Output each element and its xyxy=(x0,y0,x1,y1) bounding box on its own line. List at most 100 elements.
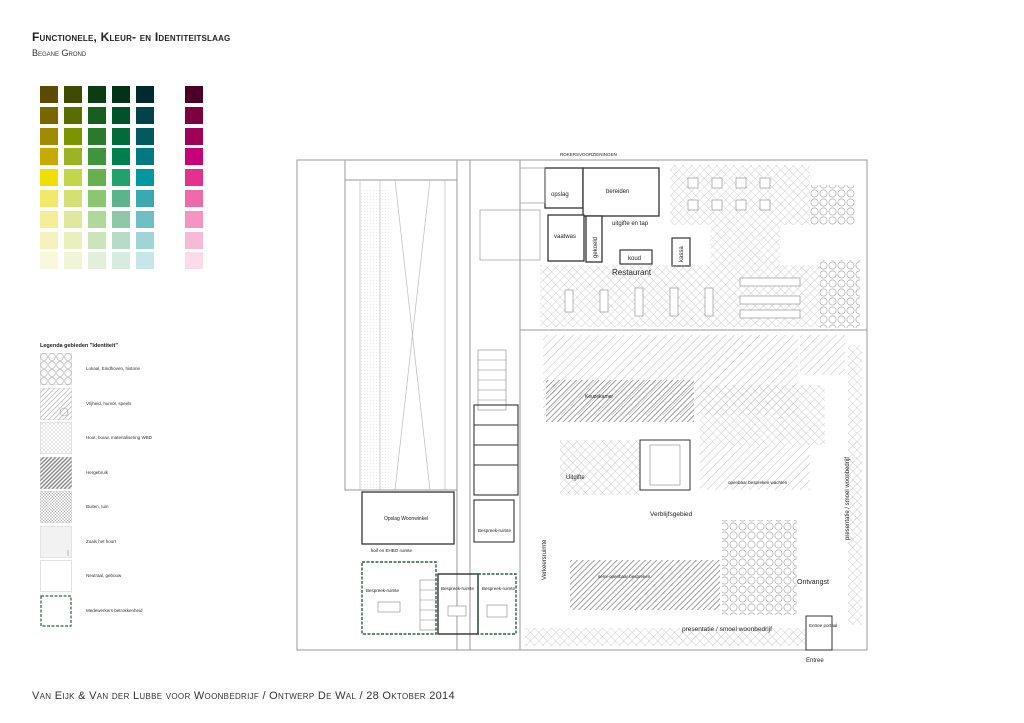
building-outline xyxy=(296,159,868,651)
label-bespreek-2: Bespreek-ruimte xyxy=(441,586,475,591)
page-subtitle: Begane Grond xyxy=(32,48,87,58)
label-bespreek-3: Bespreek-ruimte xyxy=(482,586,516,591)
color-swatch xyxy=(64,190,82,207)
free-zone xyxy=(525,335,862,646)
color-swatch xyxy=(136,106,154,124)
color-swatch xyxy=(136,169,154,187)
color-swatch xyxy=(136,148,154,166)
label-kassa: kassa xyxy=(679,246,685,262)
color-swatch xyxy=(40,252,58,270)
color-swatch xyxy=(136,231,154,249)
legend-label: Vrijheid, humor, speels xyxy=(86,400,132,406)
color-swatch xyxy=(136,210,154,228)
color-swatch xyxy=(88,106,106,124)
legend-swatch xyxy=(40,525,72,558)
legend-item: Lokaal, Eindhoven, historie xyxy=(40,353,190,387)
label-uitgifte-tap: uitgifte en tap xyxy=(612,221,649,227)
legend-label: Neutraal, gebouw xyxy=(86,573,122,578)
room-opslag-woonwinkel xyxy=(361,491,455,545)
legend-label: Hout, bouw, materialisering WBD xyxy=(86,435,153,440)
color-swatch xyxy=(40,86,58,103)
color-swatch xyxy=(112,127,130,145)
label-restaurant: Restaurant xyxy=(612,268,652,277)
color-swatch xyxy=(40,106,58,124)
label-opslag: opslag xyxy=(551,192,569,198)
legend-swatch xyxy=(40,422,72,454)
accent-swatch xyxy=(185,252,203,270)
label-uitgifte: Uitgifte xyxy=(566,475,585,481)
label-vaatwas: vaatwas xyxy=(554,234,576,240)
color-swatch xyxy=(40,169,58,187)
color-swatch xyxy=(40,190,58,207)
label-keuzekamer: Keuzekamer xyxy=(585,394,613,400)
color-swatch xyxy=(64,252,82,270)
color-swatch xyxy=(64,86,82,103)
color-swatch xyxy=(112,252,130,270)
label-semi-openbaar: semi-openbaar bespreken xyxy=(598,574,651,579)
footer-caption: Van Eijk & Van der Lubbe voor Woonbedrij… xyxy=(32,690,455,702)
color-swatch xyxy=(136,190,154,207)
legend-swatch xyxy=(40,594,72,627)
label-presentatie-horizontal: presentatie / smoel woonbedrijf xyxy=(682,626,772,633)
color-swatch xyxy=(64,169,82,187)
warehouse-zone xyxy=(359,179,446,491)
color-swatch xyxy=(64,210,82,228)
legend-swatch xyxy=(40,456,72,489)
color-swatch xyxy=(40,127,58,145)
legend-label: Buiten, tuin xyxy=(86,504,109,509)
legend-swatch xyxy=(40,353,72,385)
accent-swatch xyxy=(185,148,203,166)
color-swatch xyxy=(112,210,130,228)
legend-item: Vrijheid, humor, speels xyxy=(40,387,190,422)
meeting-rooms xyxy=(361,561,517,635)
label-entree: Entree xyxy=(806,658,824,664)
restaurant-tables xyxy=(564,177,801,319)
legend-item: Hout, bouw, materialisering WBD xyxy=(40,422,190,456)
color-swatch xyxy=(64,106,82,124)
legend-item: Neutraal, gebouw xyxy=(40,560,190,594)
page-title: Functionele, Kleur- en Identiteitslaag xyxy=(32,30,231,44)
label-verkeersruimte: Verkeersruimte xyxy=(542,539,548,580)
accent-swatch xyxy=(185,127,203,145)
legend-label: Lokaal, Eindhoven, historie xyxy=(86,366,141,371)
accent-swatch xyxy=(185,210,203,228)
legend-title: Legenda gebieden "Identiteit" xyxy=(40,343,118,349)
label-openbaar: openbaar bespreken wachten xyxy=(728,480,788,485)
legend-item: Hergebruik xyxy=(40,456,190,491)
label-rookvoorzieningen: ROKERSVOORZIENINGEN xyxy=(560,152,617,157)
color-swatch xyxy=(136,86,154,103)
color-swatch xyxy=(40,148,58,166)
label-gekoeld: gekoeld xyxy=(593,237,599,258)
color-swatch xyxy=(88,169,106,187)
color-swatch xyxy=(40,210,58,228)
label-koffie-ehbo: koif en EHBO ruimte xyxy=(371,548,413,553)
label-verblijfsgebied: Verblijfsgebied xyxy=(650,511,693,518)
label-entree-portaal: Entree portaal xyxy=(809,623,837,628)
label-presentatie-vertical: presentatie / smoel woonbedrijf xyxy=(845,457,851,540)
legend-item: Medewerkers betrokkenheid xyxy=(40,594,190,629)
accent-swatch xyxy=(185,190,203,207)
label-bespreek-1: Bespreek-ruimte xyxy=(366,588,400,593)
color-swatch xyxy=(64,231,82,249)
label-ontvangst: Ontvangst xyxy=(797,579,829,586)
legend-item: Zoals het hoort xyxy=(40,525,190,560)
label-bereiden: bereiden xyxy=(606,189,629,195)
legend-swatch xyxy=(40,387,72,420)
accent-swatch xyxy=(185,169,203,187)
stairs xyxy=(419,349,681,631)
legend-swatch xyxy=(40,560,72,592)
legend-swatch xyxy=(40,491,72,523)
legend-label: Zoals het hoort xyxy=(86,538,117,544)
color-swatch xyxy=(40,231,58,249)
legend-label: Medewerkers betrokkenheid xyxy=(86,607,143,613)
entrance xyxy=(805,615,833,651)
accent-swatch xyxy=(185,231,203,249)
color-swatch xyxy=(112,86,130,103)
label-koud: koud xyxy=(628,256,641,262)
color-swatch xyxy=(88,190,106,207)
color-swatch xyxy=(88,127,106,145)
color-swatch xyxy=(112,148,130,166)
color-swatch xyxy=(112,106,130,124)
label-opslag-woonwinkel: Opslag Woonwinkel xyxy=(384,516,428,522)
legend-item: Buiten, tuin xyxy=(40,491,190,525)
